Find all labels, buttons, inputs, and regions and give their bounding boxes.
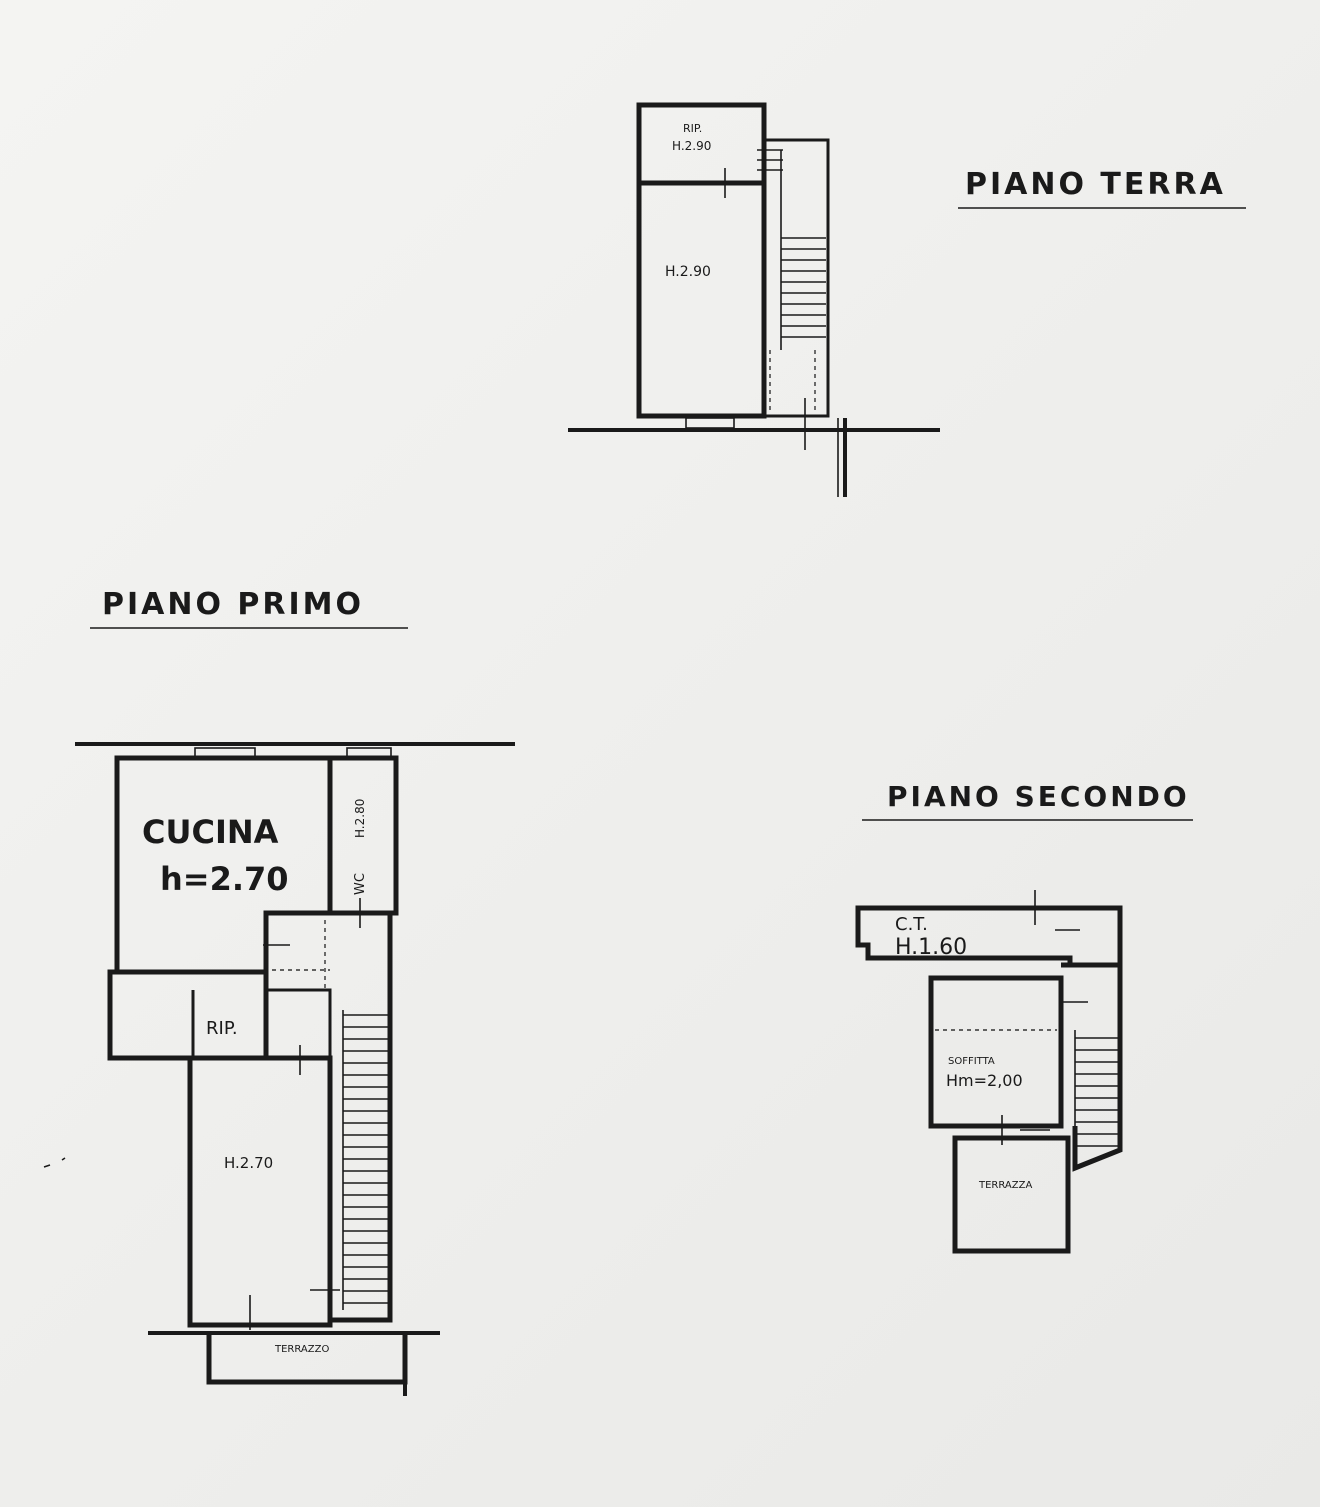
piano-secondo-title: PIANO SECONDO [887,780,1190,813]
terra-rip-name: RIP. [683,122,702,135]
terra-rip-height: H.2.90 [672,139,711,153]
piano-terra-title: PIANO TERRA [965,167,1226,202]
primo-main-room [187,1055,333,1328]
secondo-soffitta-name: SOFFITTA [948,1056,995,1067]
primo-cucina-name: CUCINA [142,813,279,851]
terra-staircase [762,138,830,418]
secondo-terrazza [952,1135,1071,1254]
primo-terrazzo-name: TERRAZZO [274,1344,329,1355]
primo-wc-height: H.2.80 [353,799,367,838]
secondo-stair-treads [1074,1030,1118,1165]
piano-primo-title: PIANO PRIMO [102,587,364,622]
primo-main-height: H.2.70 [224,1154,273,1172]
primo-small-closet [264,988,332,1060]
secondo-ct-room [855,905,1123,968]
piano-secondo-plan: PIANO SECONDO C.T. H.1.60 SOFFITTA Hm=2,… [855,780,1193,1254]
secondo-terrazza-name: TERRAZZA [978,1180,1032,1191]
primo-stair-treads [342,1010,388,1310]
piano-terra-plan: PIANO TERRA RIP. H.2.90 H.2.90 [568,102,1246,497]
terra-main-room [636,180,767,419]
terra-stair-treads [757,149,826,350]
piano-primo-plan: PIANO PRIMO [75,587,515,1396]
secondo-ct-name: C.T. [895,914,928,935]
primo-rip-name: RIP. [206,1018,238,1039]
primo-rip-row [107,969,269,1061]
terra-main-height: H.2.90 [665,264,711,280]
secondo-soffitta-room [928,975,1064,1129]
primo-staircase [330,910,393,1323]
pen-marks [43,1157,66,1168]
primo-cucina-height: h=2.70 [160,860,289,898]
primo-wc-name: WC [353,873,368,895]
primo-terrazzo [206,1333,408,1385]
terra-window [685,417,735,429]
secondo-soffitta-height: Hm=2,00 [946,1071,1023,1090]
secondo-ct-height: H.1.60 [895,935,967,960]
